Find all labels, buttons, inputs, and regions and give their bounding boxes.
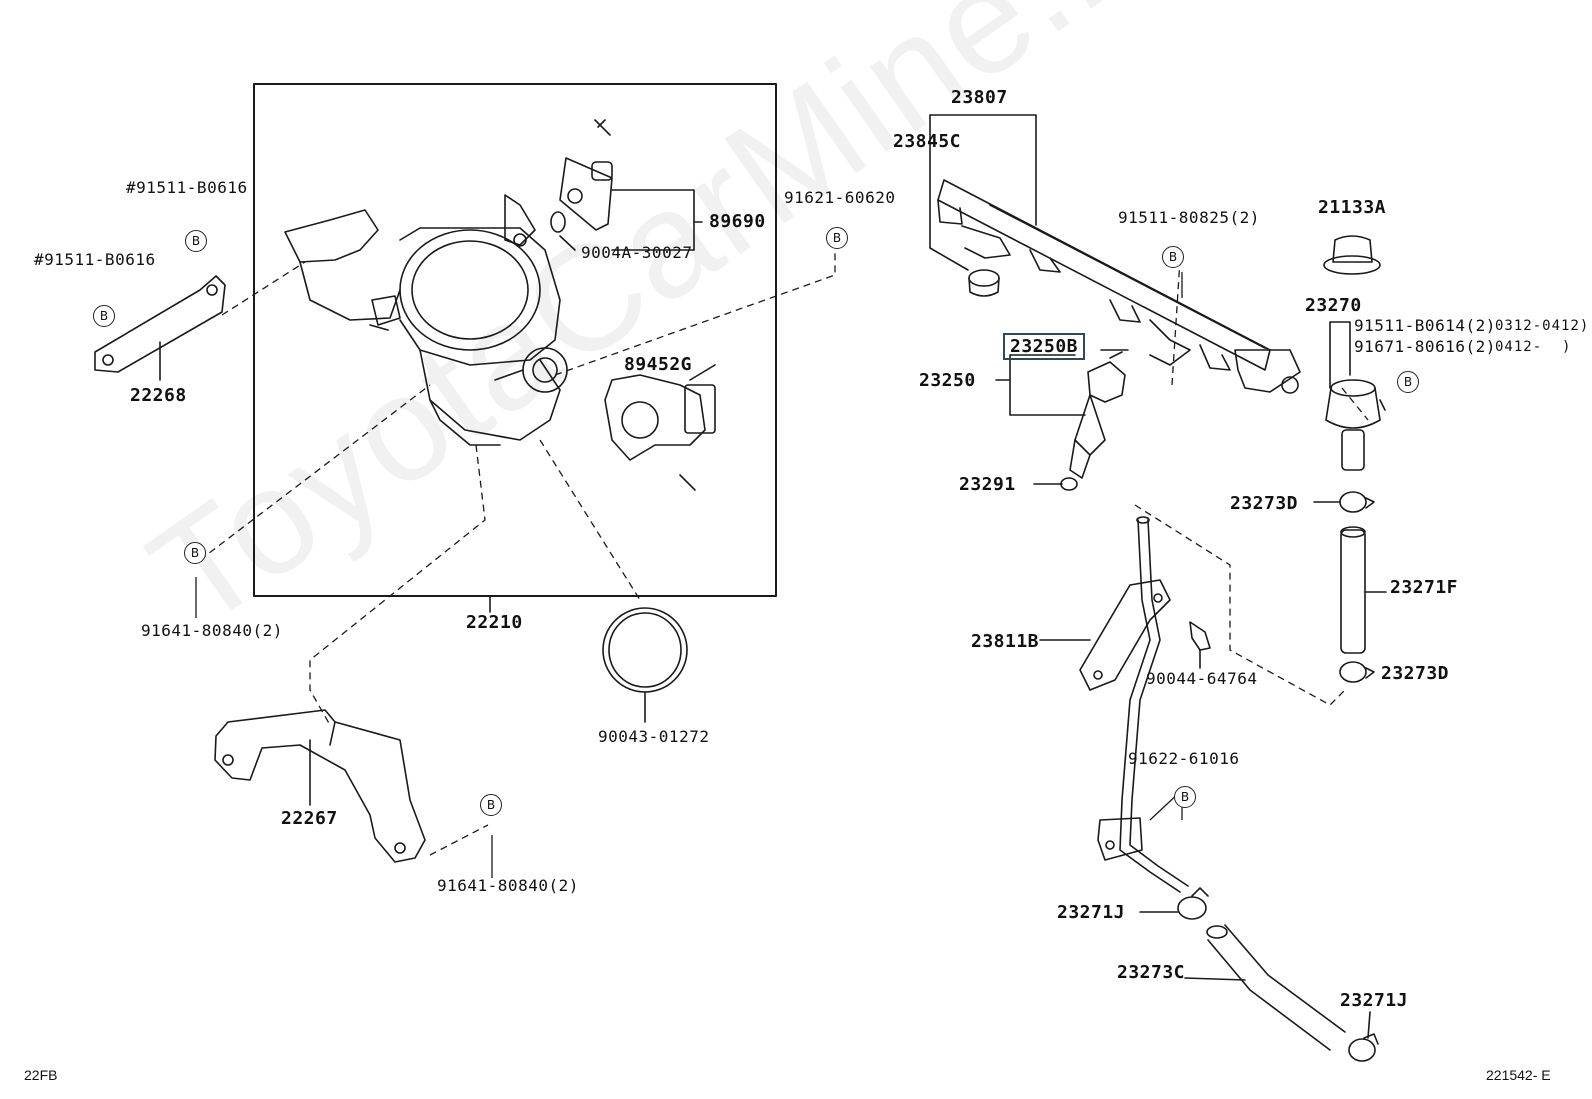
leader-23845C — [929, 114, 969, 271]
bracket-22267-drawing — [214, 709, 426, 863]
date-range-91671-80616: 0412- — [1495, 339, 1543, 355]
leader-23250 — [995, 354, 1086, 416]
part-label-9004A-30027[interactable]: 9004A-30027 — [581, 243, 693, 262]
part-label-91621-60620[interactable]: 91621-60620 — [784, 188, 896, 207]
part-label-89452G[interactable]: 89452G — [624, 354, 693, 375]
bolt-marker: B — [93, 305, 115, 327]
fuel-rail-drawing — [937, 179, 1301, 394]
part-label-22210[interactable]: 22210 — [466, 612, 523, 633]
part-label-91511-80825[interactable]: 91511-80825(2) — [1118, 208, 1260, 227]
part-label-23273D-lower[interactable]: 23273D — [1381, 663, 1450, 684]
leader-89690 — [611, 189, 695, 251]
part-label-23291[interactable]: 23291 — [959, 474, 1016, 495]
part-label-91641-80840-upper[interactable]: 91641-80840(2) — [141, 621, 283, 640]
part-label-23271J-upper[interactable]: 23271J — [1057, 902, 1126, 923]
part-label-91671-80616[interactable]: 91671-80616(2) — [1354, 337, 1496, 356]
part-label-23811B[interactable]: 23811B — [971, 631, 1040, 652]
part-label-91622-61016[interactable]: 91622-61016 — [1128, 749, 1240, 768]
part-label-23250[interactable]: 23250 — [919, 370, 976, 391]
fuel-pipe-23811B-drawing — [1079, 516, 1189, 893]
bolt-marker: B — [185, 230, 207, 252]
clip-90044-drawing — [1189, 621, 1211, 651]
clamp-23273D-top — [1339, 491, 1375, 513]
part-label-23250B-highlighted[interactable]: 23250B — [1003, 333, 1086, 360]
diagram-code-left: 22FB — [24, 1067, 58, 1083]
diagram-code-right: 221542- E — [1486, 1067, 1551, 1083]
date-range-close-paren: ) — [1562, 339, 1572, 355]
part-label-22267[interactable]: 22267 — [281, 808, 338, 829]
part-label-89690[interactable]: 89690 — [709, 211, 766, 232]
hose-23273C-drawing — [1206, 924, 1346, 1051]
part-label-91511-B0616-upper[interactable]: #91511-B0616 — [126, 178, 248, 197]
part-label-23273D-upper[interactable]: 23273D — [1230, 493, 1299, 514]
bolt-marker: B — [1397, 371, 1419, 393]
part-label-23845C[interactable]: 23845C — [893, 131, 962, 152]
throttle-body-drawing — [284, 194, 568, 446]
part-label-21133A[interactable]: 21133A — [1318, 197, 1387, 218]
part-label-23273C[interactable]: 23273C — [1117, 962, 1186, 983]
leader-23270 — [1329, 321, 1351, 389]
pressure-regulator-drawing — [1325, 379, 1381, 471]
bolt-marker: B — [1174, 786, 1196, 808]
leader-23273C — [1184, 977, 1246, 981]
part-label-23270[interactable]: 23270 — [1305, 295, 1362, 316]
part-label-91641-80840-lower[interactable]: 91641-80840(2) — [437, 876, 579, 895]
fuel-injector-drawing — [1069, 351, 1126, 479]
date-range-91511-B0614: 0312-0412) — [1495, 318, 1590, 334]
bolt-marker: B — [480, 794, 502, 816]
gasket-90043-drawing — [602, 607, 688, 693]
leader-23271J-b — [1367, 1011, 1371, 1039]
o-ring-23291 — [1060, 477, 1078, 491]
part-label-91511-B0614[interactable]: 91511-B0614(2) — [1354, 316, 1496, 335]
part-label-22268[interactable]: 22268 — [130, 385, 187, 406]
part-label-23271F[interactable]: 23271F — [1390, 577, 1459, 598]
part-label-23807[interactable]: 23807 — [951, 87, 1008, 108]
throttle-position-sensor-drawing — [604, 374, 716, 491]
cap-21133A-drawing — [1323, 235, 1381, 275]
part-label-91511-B0616-lower[interactable]: #91511-B0616 — [34, 250, 156, 269]
leader-9004A — [559, 235, 576, 251]
clamp-23271J-upper — [1177, 887, 1209, 920]
bolt-marker: B — [1162, 246, 1184, 268]
iac-valve-drawing — [550, 119, 613, 233]
bolt-marker: B — [184, 542, 206, 564]
part-label-90044-64764[interactable]: 90044-64764 — [1146, 669, 1258, 688]
hose-23271F-drawing — [1340, 526, 1366, 654]
part-label-90043-01272[interactable]: 90043-01272 — [598, 727, 710, 746]
bolt-marker: B — [826, 227, 848, 249]
throttle-body-group-frame — [253, 83, 777, 597]
bracket-22268-drawing — [94, 275, 226, 373]
leader-23807 — [929, 114, 1037, 226]
clamp-23271J-lower — [1348, 1033, 1379, 1062]
part-label-23271J-lower[interactable]: 23271J — [1340, 990, 1409, 1011]
insulator-23845C-drawing — [968, 269, 1000, 297]
clamp-23273D-bottom — [1339, 661, 1375, 683]
leader-89452G — [689, 364, 716, 381]
